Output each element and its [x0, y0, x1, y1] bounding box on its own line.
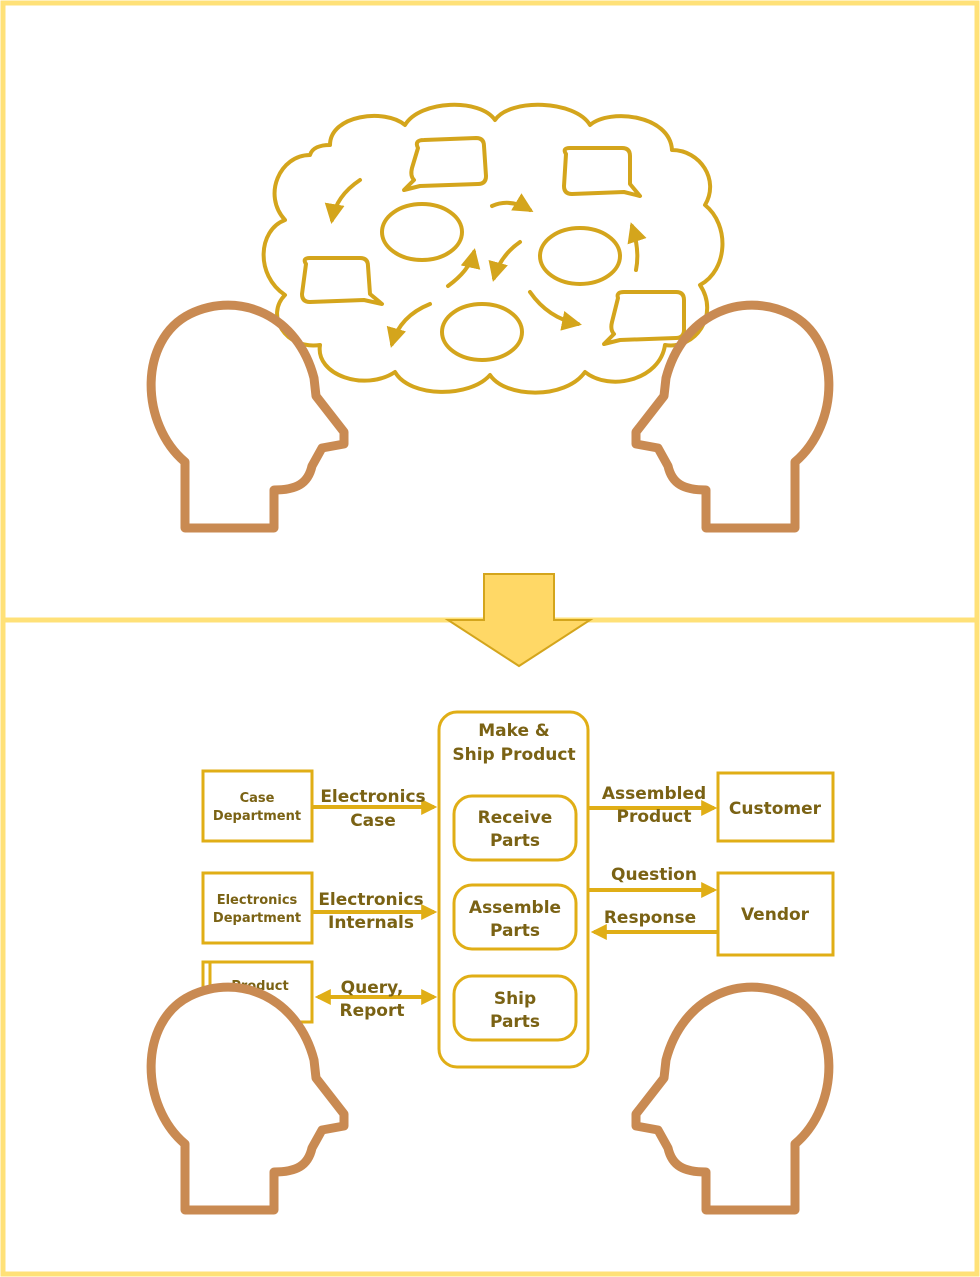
entity-electronics-department [201, 871, 314, 945]
flow-label: Internals [328, 913, 414, 933]
flow-label: Electronics [320, 787, 425, 807]
subprocess-label: Receive [478, 808, 553, 828]
down-arrow-icon [444, 573, 594, 668]
speech-bubble-icon [562, 146, 642, 198]
entity-label: Customer [729, 799, 822, 819]
subprocess-label: Parts [490, 921, 540, 941]
subprocess-label: Parts [490, 1012, 540, 1032]
head-profile-right-icon [146, 300, 349, 533]
head-profile-left-icon [631, 982, 834, 1215]
process-title-line2: Ship Product [452, 745, 575, 765]
entity-vendor [716, 871, 835, 957]
cycle-arrows-icon [324, 178, 647, 348]
idea-oval-icon [440, 302, 524, 362]
flow-label: Query, [341, 978, 404, 998]
head-profile-right-icon [146, 982, 349, 1215]
flow-label: Question [611, 865, 697, 885]
head-profile-left-icon [631, 300, 834, 533]
subprocess-receive-parts [452, 794, 578, 862]
speech-bubble-icon [300, 256, 384, 306]
entity-label: Department [213, 911, 301, 926]
entity-label: Case [240, 791, 275, 806]
subprocess-label: Assemble [469, 898, 561, 918]
entity-label: Vendor [741, 905, 810, 925]
subprocess-ship-parts [452, 974, 578, 1042]
thought-cloud-icon [261, 102, 725, 395]
flow-label: Assembled [602, 784, 706, 804]
entity-label: Department [213, 809, 301, 824]
entity-label: Electronics [217, 893, 298, 908]
subprocess-label: Parts [490, 831, 540, 851]
top-panel-frame [0, 0, 980, 623]
flow-label: Response [604, 908, 696, 928]
bottom-panel-frame [0, 617, 980, 1277]
entity-customer [716, 771, 835, 843]
process-title-line1: Make & [478, 721, 550, 741]
flow-label: Electronics [318, 890, 423, 910]
subprocess-label: Ship [494, 989, 536, 1009]
flow-label: Product [617, 807, 692, 827]
flow-label: Report [340, 1001, 405, 1021]
idea-oval-icon [538, 226, 622, 286]
subprocess-assemble-parts [452, 883, 578, 951]
speech-bubble-icon [402, 136, 488, 192]
idea-oval-icon [380, 202, 464, 262]
flow-label: Case [350, 811, 396, 831]
speech-bubble-icon [602, 290, 686, 346]
